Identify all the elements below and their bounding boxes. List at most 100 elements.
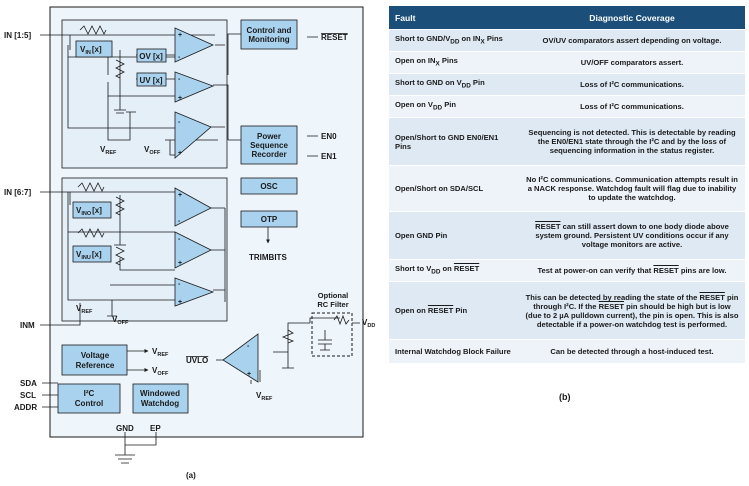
rc-filter-box: [311, 312, 353, 357]
table-row: Open on RESET Pin This can be detected b…: [389, 281, 745, 340]
otp-label: OTP: [261, 215, 278, 224]
coverage-column-header: Diagnostic Coverage: [519, 6, 745, 30]
vref-uvlo-label: VREF: [256, 391, 273, 402]
vino-label: VINO[x]: [76, 206, 102, 217]
coverage-cell: Can be detected through a host-induced t…: [519, 339, 745, 364]
vinu-resistor-block: [72, 245, 112, 263]
voltage-reference-block: [61, 344, 128, 376]
coverage-cell: This can be detected by reading the stat…: [519, 281, 745, 340]
fault-cell: Open/Short on SDA/SCL: [389, 165, 519, 212]
coverage-cell: RESET can still assert down to one body …: [519, 211, 745, 260]
fault-cell: Open on VDD Pin: [389, 95, 519, 118]
coverage-cell: Loss of I²C communications.: [519, 95, 745, 118]
uv-label: UV [x]: [139, 76, 162, 85]
en0-output-label: EN0: [321, 132, 337, 141]
scl-label: SCL: [20, 391, 36, 400]
diagram-caption: (a): [186, 471, 196, 480]
coverage-cell: No I²C communications. Communication att…: [519, 165, 745, 212]
voff-upper-label: VOFF: [144, 145, 161, 156]
inm-label: INM: [20, 321, 35, 330]
vref-output-label: VREF: [152, 347, 169, 358]
vin-label: VIN[x]: [80, 45, 102, 56]
svg-text:+: +: [247, 371, 251, 378]
fault-cell: Open on INX Pins: [389, 51, 519, 74]
fault-cell: Open/Short to GND EN0/EN1 Pins: [389, 117, 519, 166]
trimbits-label: TRIMBITS: [249, 253, 287, 262]
ep-label: EP: [150, 424, 161, 433]
svg-text:-: -: [178, 218, 181, 225]
inm-comparator: [174, 277, 215, 307]
otp-block: [240, 210, 298, 228]
osc-block: [240, 177, 298, 195]
vino-resistor-block: [72, 201, 112, 219]
inu-comparator: [174, 231, 212, 269]
fault-cell: Short to VDD on RESET: [389, 259, 519, 282]
vref-upper-label: VREF: [100, 145, 117, 156]
off-comparator: [174, 111, 212, 159]
table-row: Open/Short on SDA/SCL No I²C communicati…: [389, 165, 745, 212]
uvlo-comparator: [222, 333, 259, 383]
coverage-cell: UV/OFF comparators assert.: [519, 51, 745, 74]
vinu-label: VINU[x]: [76, 250, 102, 261]
i2c-control-block: [57, 383, 121, 414]
table-row: Short to GND on VDD Pin Loss of I²C comm…: [389, 73, 745, 96]
ov-comparator: [174, 27, 214, 63]
gnd-label: GND: [116, 424, 134, 433]
block-diagram: + - - + - + + - - + - + - + IN [1:5] IN [6:7] I…: [4, 6, 375, 480]
svg-text:-: -: [178, 281, 181, 288]
en1-output-label: EN1: [321, 152, 337, 161]
svg-text:-: -: [247, 343, 250, 350]
vref-lower-label: VREF: [76, 304, 93, 315]
fault-cell: Open on RESET Pin: [389, 281, 519, 340]
fault-cell: Open GND Pin: [389, 211, 519, 260]
coverage-cell: OV/UV comparators assert depending on vo…: [519, 29, 745, 52]
in-6-7-label: IN [6:7]: [4, 188, 31, 197]
svg-text:+: +: [178, 95, 182, 102]
addr-label: ADDR: [14, 403, 37, 412]
uv-comparator: [174, 71, 215, 103]
windowed-watchdog-block: [132, 383, 189, 414]
svg-text:+: +: [178, 150, 182, 157]
svg-text:+: +: [178, 192, 182, 199]
power-sequence-recorder-block: [240, 125, 298, 165]
svg-text:+: +: [178, 32, 182, 39]
voff-lower-label: VOFF: [112, 315, 129, 326]
sda-label: SDA: [20, 379, 37, 388]
svg-text:-: -: [178, 119, 181, 126]
coverage-cell: Test at power-on can verify that RESET p…: [519, 259, 745, 282]
coverage-cell: Loss of I²C communications.: [519, 73, 745, 96]
ino-comparator: [174, 187, 212, 227]
ov-threshold-block: [136, 48, 167, 63]
svg-text:-: -: [178, 236, 181, 243]
fault-cell: Short to GND on VDD Pin: [389, 73, 519, 96]
table-row: Open/Short to GND EN0/EN1 Pins Sequencin…: [389, 117, 745, 166]
control-monitoring-block: [240, 19, 298, 50]
table-row: Open GND Pin RESET can still assert down…: [389, 211, 745, 260]
table-row: Short to VDD on RESET Test at power-on c…: [389, 259, 745, 282]
fault-column-header: Fault: [389, 6, 519, 30]
fault-cell: Internal Watchdog Block Failure: [389, 339, 519, 364]
svg-text:+: +: [178, 260, 182, 267]
table-row: Internal Watchdog Block Failure Can be d…: [389, 339, 745, 364]
table-row: Open on VDD Pin Loss of I²C communicatio…: [389, 95, 745, 118]
uvlo-label: UVLO: [186, 356, 208, 365]
voff-output-label: VOFF: [152, 366, 169, 377]
table-caption: (b): [559, 392, 571, 402]
in-1-5-label: IN [1:5]: [4, 31, 31, 40]
table-header-row: Fault Diagnostic Coverage: [389, 6, 745, 30]
coverage-cell: Sequencing is not detected. This is dete…: [519, 117, 745, 166]
svg-text:-: -: [178, 76, 181, 83]
ov-label: OV [x]: [139, 52, 163, 61]
svg-text:-: -: [178, 54, 181, 61]
uv-threshold-block: [136, 72, 167, 87]
vin-resistor-block: [75, 40, 113, 58]
svg-text:+: +: [178, 299, 182, 306]
vdd-label: VDD: [362, 318, 375, 329]
osc-label: OSC: [260, 182, 278, 191]
